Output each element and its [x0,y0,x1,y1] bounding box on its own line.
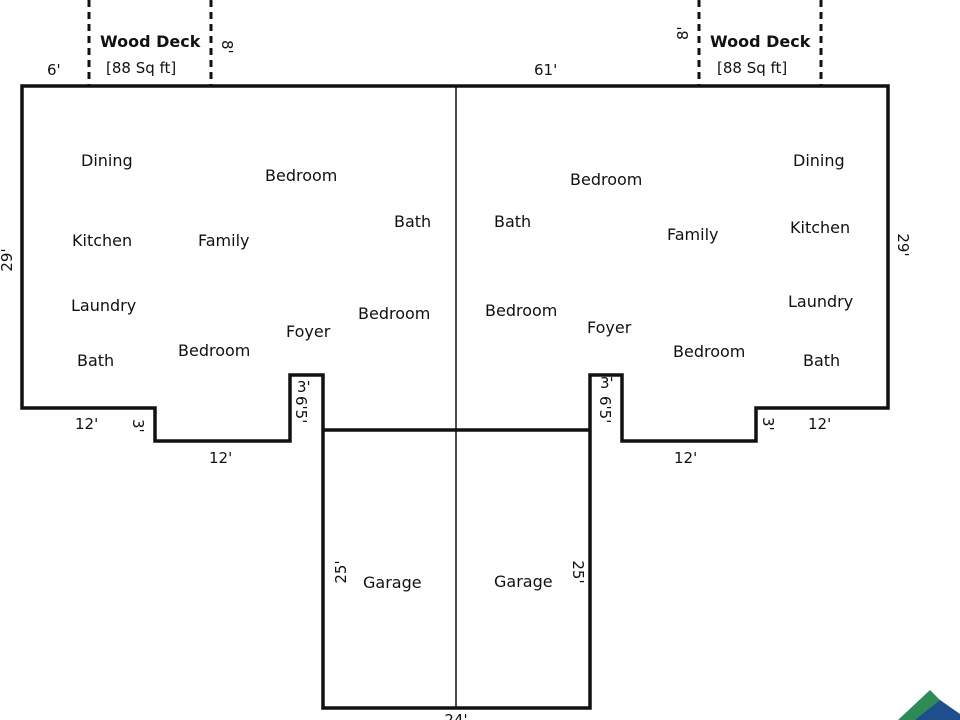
room-dining-right: Dining [793,151,845,170]
room-garage-right: Garage [494,572,553,591]
room-kitchen-left: Kitchen [72,231,132,250]
dim-step-depth-left: 3' [129,419,147,433]
room-bath-left-2: Bath [77,351,114,370]
room-laundry-left: Laundry [71,296,136,315]
room-bedroom-right-2: Bedroom [485,301,557,320]
room-foyer-right: Foyer [587,318,632,337]
room-bedroom-left-2: Bedroom [358,304,430,323]
dim-garage-depth-right: 25' [569,560,587,583]
room-dining-left: Dining [81,151,133,170]
room-bedroom-left-3: Bedroom [178,341,250,360]
room-bath-right-1: Bath [494,212,531,231]
dim-notch-bottom-left: 12' [209,449,232,467]
deck-left-area: [88 Sq ft] [106,59,176,77]
dim-step-depth-right: 3' [759,417,777,431]
dim-total-width: 61' [534,61,557,79]
dim-deck-depth-right: 8' [674,26,692,40]
dim-garage-depth-left: 25' [332,560,350,583]
dim-depth-left: 29' [0,248,16,271]
dim-deck-depth-left: 8' [218,40,236,54]
deck-right-area: [88 Sq ft] [717,59,787,77]
dim-notch-bottom-right: 12' [674,449,697,467]
room-foyer-left: Foyer [286,322,331,341]
room-bedroom-right-1: Bedroom [570,170,642,189]
dim-deck-offset: 6' [47,61,61,79]
deck-left-title: Wood Deck [100,32,201,51]
room-laundry-right: Laundry [788,292,853,311]
dim-notch-width-right: 3' [600,374,614,392]
exterior-wall [20,84,890,710]
dim-notch-depth-right: 6'5' [596,396,614,423]
dim-depth-right: 29' [894,233,912,256]
room-garage-left: Garage [363,573,422,592]
dim-notch-width-left: 3' [297,378,311,396]
room-bedroom-left-1: Bedroom [265,166,337,185]
mountain-logo-icon [898,690,960,720]
dim-step-width-left: 12' [75,415,98,433]
room-bedroom-right-3: Bedroom [673,342,745,361]
dim-step-width-right: 12' [808,415,831,433]
deck-right-title: Wood Deck [710,32,811,51]
dim-garage-width: 24' [444,711,467,720]
room-bath-right-2: Bath [803,351,840,370]
room-family-right: Family [667,225,718,244]
room-family-left: Family [198,231,249,250]
room-kitchen-right: Kitchen [790,218,850,237]
room-bath-left-1: Bath [394,212,431,231]
dim-notch-depth-left: 6'5' [292,396,310,423]
